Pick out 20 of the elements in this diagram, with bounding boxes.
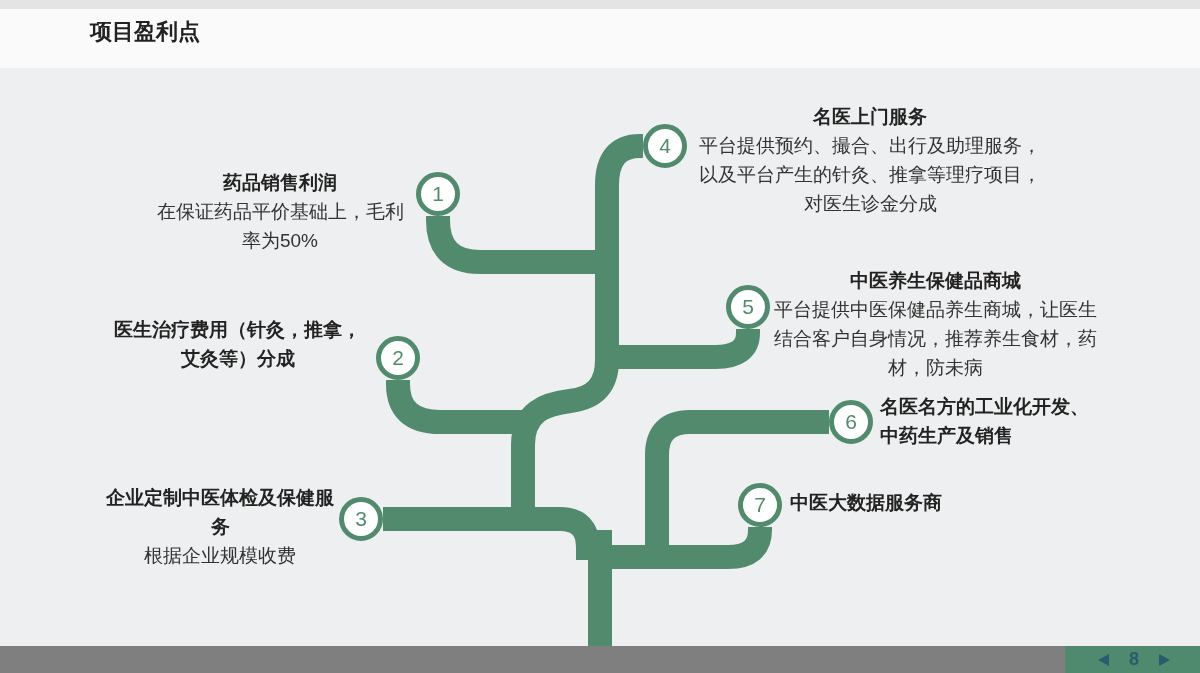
- heading-text: 药品销售利润: [222, 171, 338, 195]
- heading-text: 名医名方的工业化开发、中药生产及销售: [880, 395, 1090, 448]
- heading-text: 企业定制中医体检及保健服务: [105, 486, 335, 539]
- heading-text: 名医上门服务: [812, 105, 928, 129]
- description-text: 根据企业规模收费: [143, 544, 297, 568]
- page-title: 项目盈利点: [90, 18, 200, 46]
- heading-text: 中医养生保健品商城: [848, 269, 1022, 293]
- number-circle: 5: [726, 285, 770, 329]
- number-circle: 6: [829, 400, 873, 444]
- number-circle: 3: [339, 497, 383, 541]
- number-circle: 4: [643, 124, 687, 168]
- description-text: 在保证药品平价基础上，毛利率为50%: [155, 200, 405, 253]
- heading-text: 医生治疗费用（针灸，推拿，艾灸等）分成: [113, 318, 362, 371]
- number-circle: 1: [416, 172, 460, 216]
- heading-text: 中医大数据服务商: [790, 491, 943, 515]
- number-circle: 2: [376, 336, 420, 380]
- description-text: 平台提供中医保健品养生商城，让医生结合客户自身情况，推荐养生食材，药材，防未病: [772, 298, 1098, 380]
- description-text: 平台提供预约、撮合、出行及助理服务，以及平台产生的针灸、推拿等理疗项目，对医生诊金分成: [698, 134, 1042, 216]
- number-circle: 7: [738, 483, 782, 527]
- tree-branch: [383, 507, 600, 560]
